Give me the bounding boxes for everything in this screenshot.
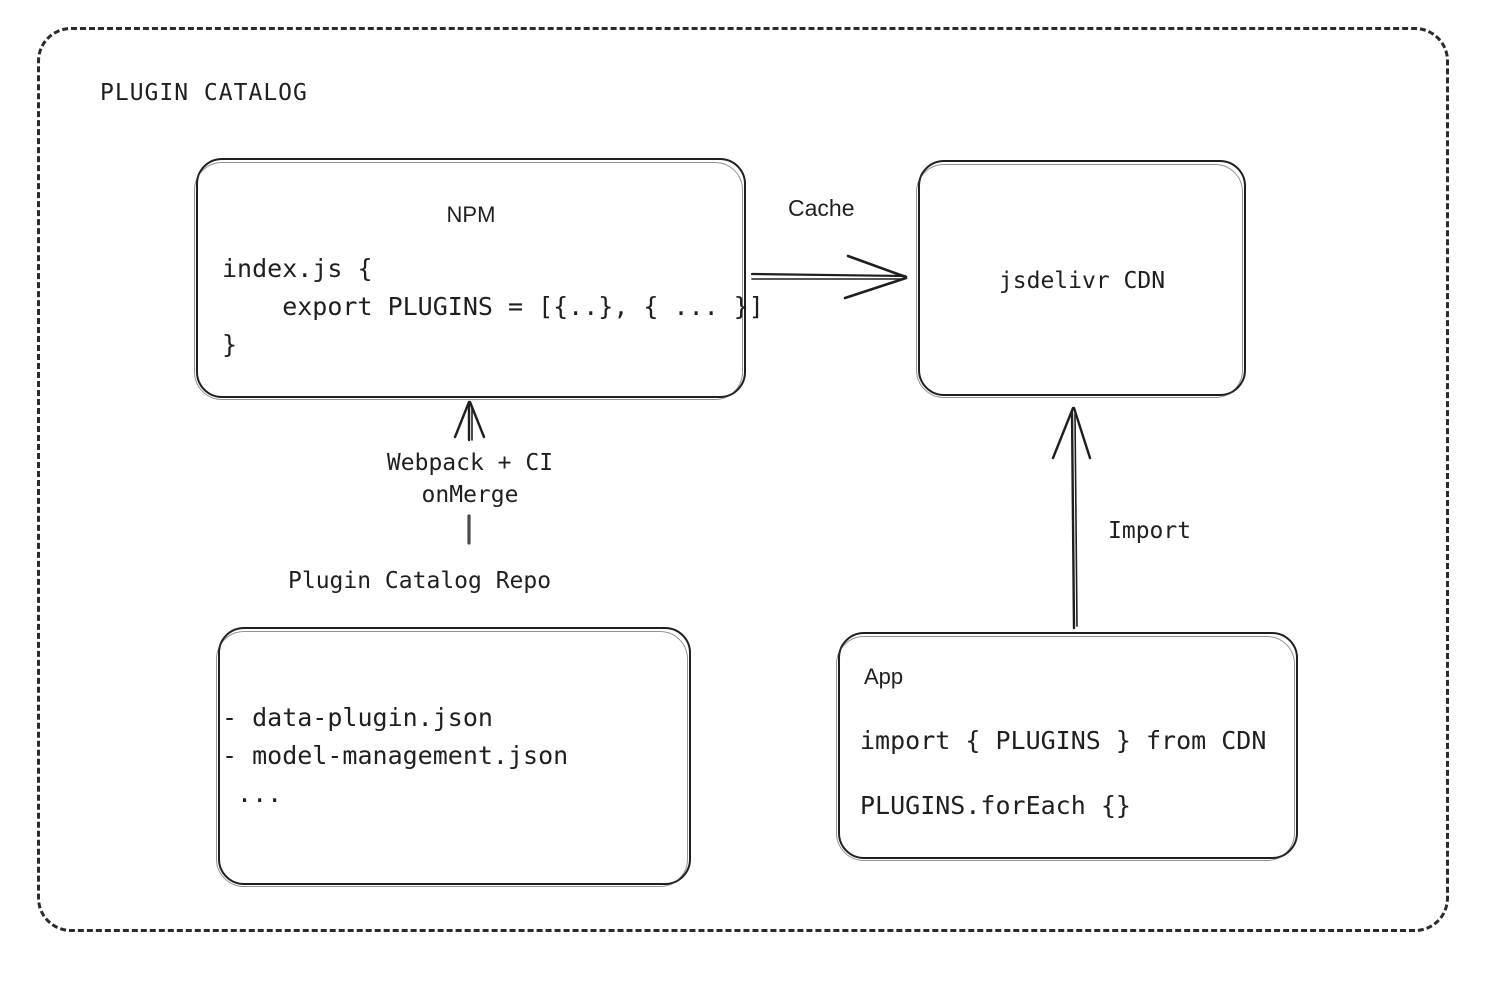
edge-label-cache: Cache	[788, 195, 855, 221]
node-repo-file-list: - data-plugin.json - model-management.js…	[222, 699, 568, 813]
node-npm-title: NPM	[446, 202, 496, 227]
edge-label-build: Webpack + CI onMerge	[372, 447, 568, 511]
node-app-code-line-2: PLUGINS.forEach {}	[860, 791, 1131, 820]
node-jsdelivr-cdn[interactable]: jsdelivr CDN	[916, 160, 1246, 398]
node-app-code-line-1: import { PLUGINS } from CDN	[860, 726, 1267, 755]
edge-label-build-line-2: onMerge	[421, 482, 519, 508]
repo-file-item-1: - data-plugin.json	[222, 703, 493, 732]
edge-label-import: Import	[1108, 518, 1192, 544]
repo-file-item-2: - model-management.json	[222, 741, 569, 770]
node-repo-external-label: Plugin Catalog Repo	[288, 568, 552, 594]
npm-code-line-3: }	[222, 330, 238, 359]
node-npm-code: index.js { export PLUGINS = [{..}, { ...…	[222, 250, 764, 364]
node-npm[interactable]: NPM index.js { export PLUGINS = [{..}, {…	[194, 158, 764, 400]
npm-code-line-2: export PLUGINS = [{..}, { ... }]	[222, 292, 764, 321]
npm-code-line-1: index.js {	[222, 254, 373, 283]
plugin-catalog-frame	[37, 27, 1449, 932]
frame-title: PLUGIN CATALOG	[100, 80, 308, 106]
repo-file-item-3: ...	[222, 779, 283, 808]
node-app-title: App	[864, 664, 904, 689]
edge-label-build-line-1: Webpack + CI	[386, 450, 554, 476]
node-cdn-label: jsdelivr CDN	[998, 268, 1166, 294]
node-plugin-catalog-repo[interactable]: - data-plugin.json - model-management.js…	[216, 627, 691, 887]
node-app[interactable]: App import { PLUGINS } from CDN PLUGINS.…	[836, 632, 1298, 861]
